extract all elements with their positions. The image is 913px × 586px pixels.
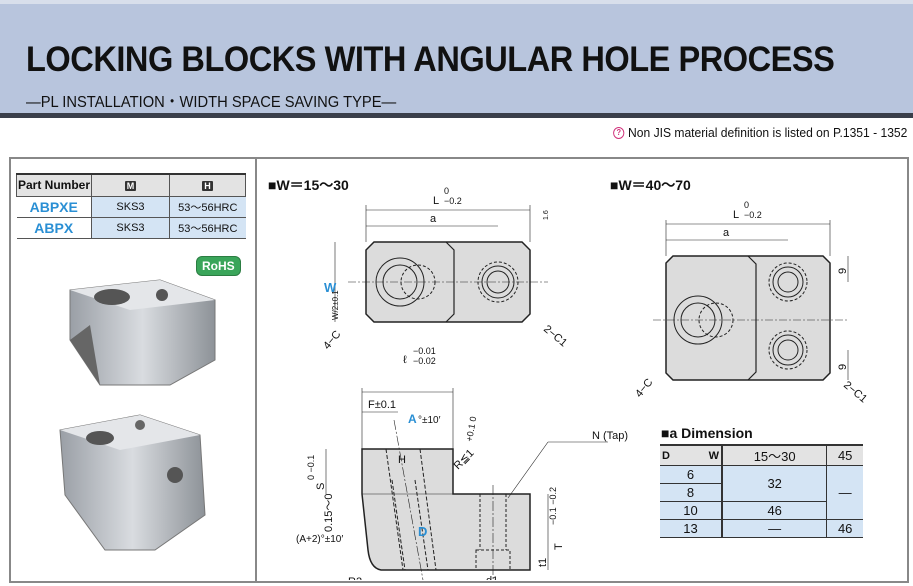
label-4C: 4−C — [321, 328, 343, 351]
header-band: LOCKING BLOCKS WITH ANGULAR HOLE PROCESS… — [0, 0, 913, 118]
corner-W: W — [708, 449, 719, 462]
label-l-tol: −0.02 — [413, 356, 436, 366]
a-value: — — [722, 519, 827, 538]
label-D: D — [418, 524, 427, 539]
label-L-tol: 0 — [444, 186, 449, 196]
label-4C: 4−C — [633, 376, 655, 399]
label-L: L — [733, 209, 739, 221]
label-9: 9 — [837, 364, 849, 370]
small-width-title: ■W＝15〜30 — [268, 177, 349, 193]
label-S: S — [315, 483, 327, 490]
label-2C1: 2−C1 — [841, 379, 869, 405]
a-value: 46 — [826, 519, 863, 538]
col-header: 15〜30 — [722, 444, 827, 466]
label-a: a — [723, 227, 730, 239]
label-L-tol: −0.2 — [444, 196, 462, 206]
info-circle-icon: ? — [612, 126, 624, 139]
label-l: ℓ — [403, 354, 407, 366]
d-value: 6 — [660, 465, 723, 484]
label-t1: t1 — [537, 558, 549, 567]
label-R1: R≦1 — [452, 447, 477, 472]
a-value: 32 — [722, 465, 827, 502]
label-W: W — [324, 280, 337, 295]
col-header: 45 — [826, 444, 863, 466]
header-part-number: Part Number — [16, 173, 92, 197]
hardness-header-icon: H — [202, 181, 213, 192]
side-view — [325, 388, 608, 580]
material-header-icon: M — [124, 181, 137, 192]
left-panel — [9, 157, 257, 583]
label-L-tol: −0.2 — [744, 210, 762, 220]
product-photo — [59, 279, 216, 551]
d-value: 8 — [660, 483, 723, 502]
content-frame — [9, 157, 909, 583]
hardness: 53〜56HRC — [169, 196, 246, 218]
label-F: F±0.1 — [368, 399, 396, 411]
block-photo-1 — [69, 279, 216, 386]
label-2C1: 2−C1 — [541, 323, 569, 349]
table-row: 8 — [660, 483, 863, 502]
d-value: 13 — [660, 519, 723, 538]
small-top-view — [334, 205, 548, 323]
table-row: 13—46 — [660, 519, 863, 538]
label-S-tol: 0 −0.1 — [306, 455, 316, 480]
label-L-tol: 0 — [744, 200, 749, 210]
block-photo-2 — [59, 414, 206, 551]
material: SKS3 — [91, 196, 170, 218]
label-L: L — [433, 195, 439, 207]
d-value: 10 — [660, 501, 723, 520]
page-title: LOCKING BLOCKS WITH ANGULAR HOLE PROCESS — [26, 40, 835, 79]
roughness-mark: 1.6 — [543, 210, 550, 220]
label-l-tol: −0.01 — [413, 346, 436, 356]
page-subtitle: —PL INSTALLATION・WIDTH SPACE SAVING TYPE… — [26, 94, 397, 111]
a-dimension-title: ■a Dimension — [661, 425, 753, 441]
label-W2: W/2±0.1 — [331, 290, 340, 320]
corner-D: D — [662, 449, 670, 462]
label-N-tap: N (Tap) — [592, 430, 628, 442]
label-A: A — [408, 412, 417, 426]
label-T: T — [553, 543, 565, 550]
label-9: 9 — [837, 268, 849, 274]
large-top-view — [653, 220, 849, 381]
label-A2: (A+2)°±10′ — [296, 534, 343, 545]
note-text: Non JIS material definition is listed on… — [627, 125, 907, 140]
a-value: — — [826, 465, 863, 520]
label-T-tol: −0.1 −0.2 — [548, 487, 558, 525]
part-number[interactable]: ABPX — [16, 217, 92, 239]
label-t-tol: +0.1 0 — [464, 416, 478, 443]
label-H: H — [398, 454, 406, 466]
technical-drawings: L 0 −0.2 a W W/2±0.1 4−C 2−C1 L 0 −0.2 a… — [296, 186, 869, 580]
a-value: 46 — [722, 501, 827, 520]
label-gap: 0.15〜0 — [323, 493, 335, 532]
rohs-badge: RoHS — [196, 256, 241, 276]
material-note: ?Non JIS material definition is listed o… — [612, 125, 907, 140]
label-A-tol: °±10′ — [418, 415, 441, 426]
label-a: a — [430, 213, 437, 225]
label-d1: d1 — [486, 575, 498, 580]
part-number[interactable]: ABPXE — [16, 196, 92, 218]
material: SKS3 — [91, 217, 170, 239]
hardness: 53〜56HRC — [169, 217, 246, 239]
label-R2: R2 — [348, 576, 362, 580]
large-width-title: ■W＝40〜70 — [610, 177, 691, 193]
